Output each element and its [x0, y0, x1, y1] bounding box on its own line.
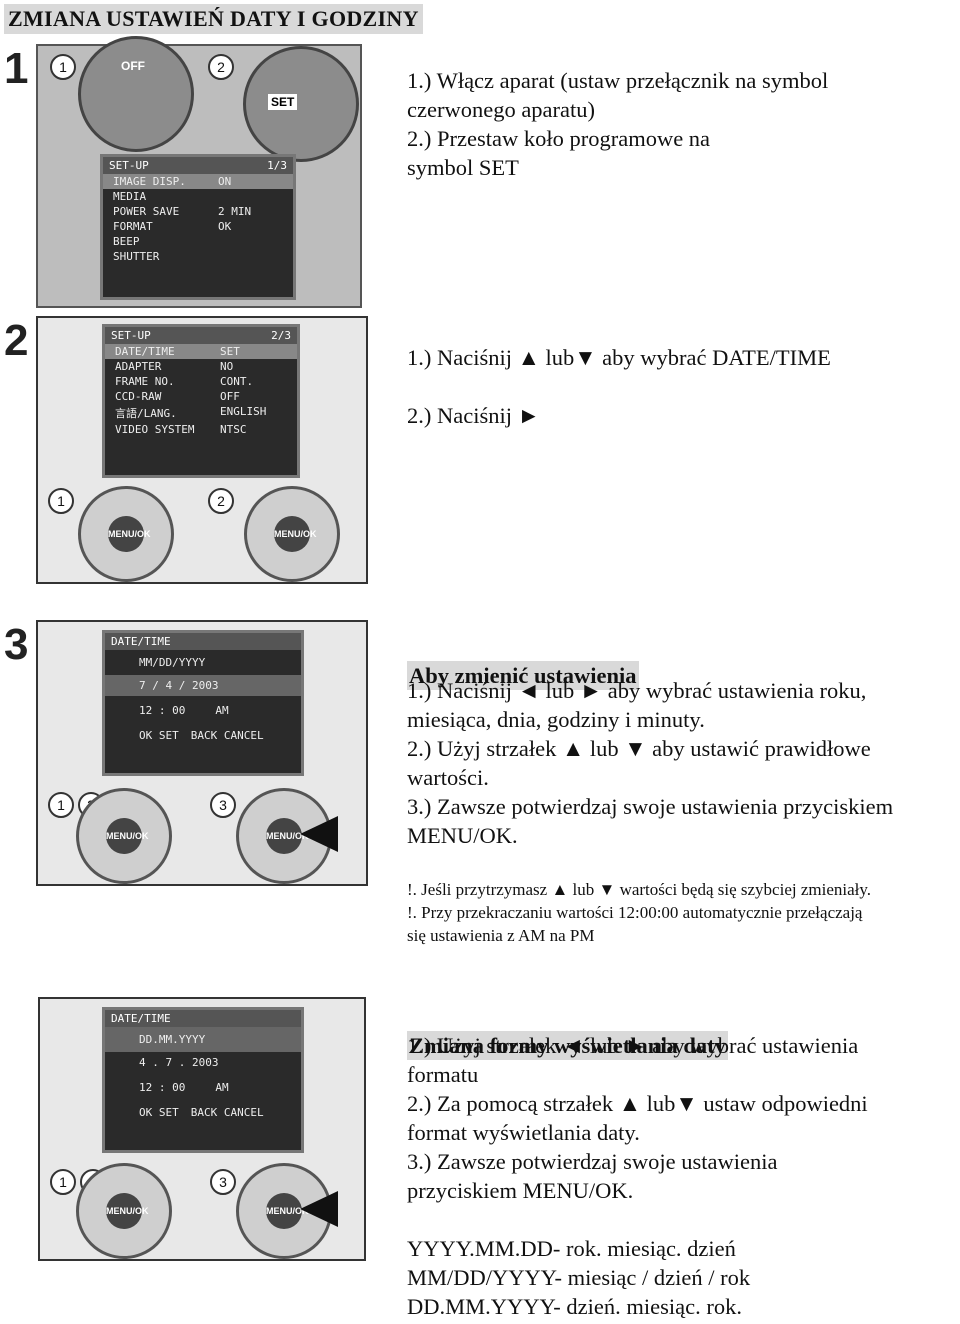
date-value: 7 / 4 / 2003: [105, 675, 301, 696]
back-cancel-label: BACK CANCEL: [190, 1106, 264, 1119]
step3-instructions: 1.) Naciśnij ◄ lub ► aby wybrać ustawien…: [407, 678, 894, 848]
step4-panel: DATE/TIME DD.MM.YYYY 4 . 7 . 2003 12 : 0…: [38, 997, 366, 1261]
menu-row: FRAME NO.CONT.: [115, 375, 254, 388]
menu-ok-button: MENU/OK: [106, 818, 149, 854]
step3-block: Aby zmienić ustawienia: [407, 632, 639, 690]
ok-set-label: OK SET: [139, 729, 179, 742]
menu-row: IMAGE DISP.ON: [103, 174, 293, 189]
circle-label-3: 3: [210, 1169, 236, 1195]
back-cancel-label: BACK CANCEL: [190, 729, 264, 742]
menu-row: SHUTTER: [113, 250, 160, 263]
dpad-up-down: MENU/OK: [78, 486, 174, 582]
datetime-screen-1: DATE/TIME MM/DD/YYYY 7 / 4 / 2003 12 : 0…: [102, 630, 304, 776]
setup-screen-1: SET-UP 1/3 IMAGE DISP.ON MEDIA POWER SAVE…: [100, 154, 296, 300]
menu-row: BEEP: [113, 235, 140, 248]
off-label: OFF: [121, 59, 145, 73]
step1-instructions: 1.) Włącz aparat (ustaw przełącznik na s…: [407, 68, 829, 180]
menu-row: 言語/LANG.ENGLISH: [115, 405, 267, 420]
press-arrow-icon: [300, 1191, 338, 1227]
step-number-2: 2: [4, 316, 29, 365]
circle-label-2: 2: [208, 54, 234, 80]
step-number-3: 3: [4, 620, 29, 669]
menu-ok-button: MENU/OK: [266, 818, 309, 854]
press-arrow-icon: [300, 816, 338, 852]
date-format: MM/DD/YYYY: [139, 656, 206, 669]
step3-heading: Aby zmienić ustawienia: [407, 661, 639, 690]
screen-page: 1/3: [267, 159, 287, 172]
circle-label-3: 3: [210, 792, 236, 818]
date-format-list: YYYY.MM.DD- rok. miesiąc. dzień MM/DD/YY…: [407, 1236, 751, 1319]
time-value: 12 : 00: [139, 704, 186, 717]
circle-label-1: 1: [48, 488, 74, 514]
circle-label-1: 1: [50, 1169, 76, 1195]
menu-ok-button: MENU/OK: [108, 516, 151, 552]
step4-instructions: 1.) Użyj strzałek ◄ lub ► aby wybrać ust…: [407, 1033, 868, 1203]
dpad-ok: MENU/OK: [236, 788, 332, 884]
power-switch-dial: OFF: [78, 36, 194, 152]
date-format: DD.MM.YYYY: [105, 1027, 301, 1052]
ok-set-label: OK SET: [139, 1106, 179, 1119]
time-value: 12 : 00: [139, 1081, 186, 1094]
ampm-value: AM: [215, 1081, 229, 1094]
ampm-value: AM: [215, 704, 229, 717]
circle-label-1: 1: [48, 792, 74, 818]
page-title: ZMIANA USTAWIEŃ DATY I GODZINY: [4, 4, 423, 34]
set-label: SET: [268, 94, 298, 110]
step1-camera-photo: 1 2 OFF SET SET-UP 1/3 IMAGE DISP.ON MEDI…: [36, 36, 362, 308]
step2-instructions: 1.) Naciśnij ▲ lub▼ aby wybrać DATE/TIME…: [407, 345, 831, 428]
step4-heading: Zmiana formy wyświetlania daty: [407, 1031, 728, 1060]
step3-panel: DATE/TIME MM/DD/YYYY 7 / 4 / 2003 12 : 0…: [36, 620, 368, 886]
circle-label-2: 2: [208, 488, 234, 514]
dpad-right: MENU/OK: [244, 486, 340, 582]
menu-ok-button: MENU/OK: [274, 516, 317, 552]
step-number-1: 1: [4, 44, 29, 93]
dpad-all: MENU/OK: [76, 1163, 172, 1259]
mode-dial: SET: [243, 46, 359, 162]
step3-notes: !. Jeśli przytrzymasz ▲ lub ▼ wartości b…: [407, 880, 872, 945]
menu-row: MEDIA: [113, 190, 147, 203]
datetime-screen-2: DATE/TIME DD.MM.YYYY 4 . 7 . 2003 12 : 0…: [102, 1007, 304, 1153]
menu-ok-button: MENU/OK: [106, 1193, 149, 1229]
date-value: 4 . 7 . 2003: [139, 1056, 219, 1069]
screen-header: SET-UP: [109, 159, 149, 172]
dpad-all: MENU/OK: [76, 788, 172, 884]
step4-block: Zmiana formy wyświetlania daty: [407, 1002, 728, 1060]
circle-label-1: 1: [50, 54, 76, 80]
menu-ok-button: MENU/OK: [266, 1193, 309, 1229]
